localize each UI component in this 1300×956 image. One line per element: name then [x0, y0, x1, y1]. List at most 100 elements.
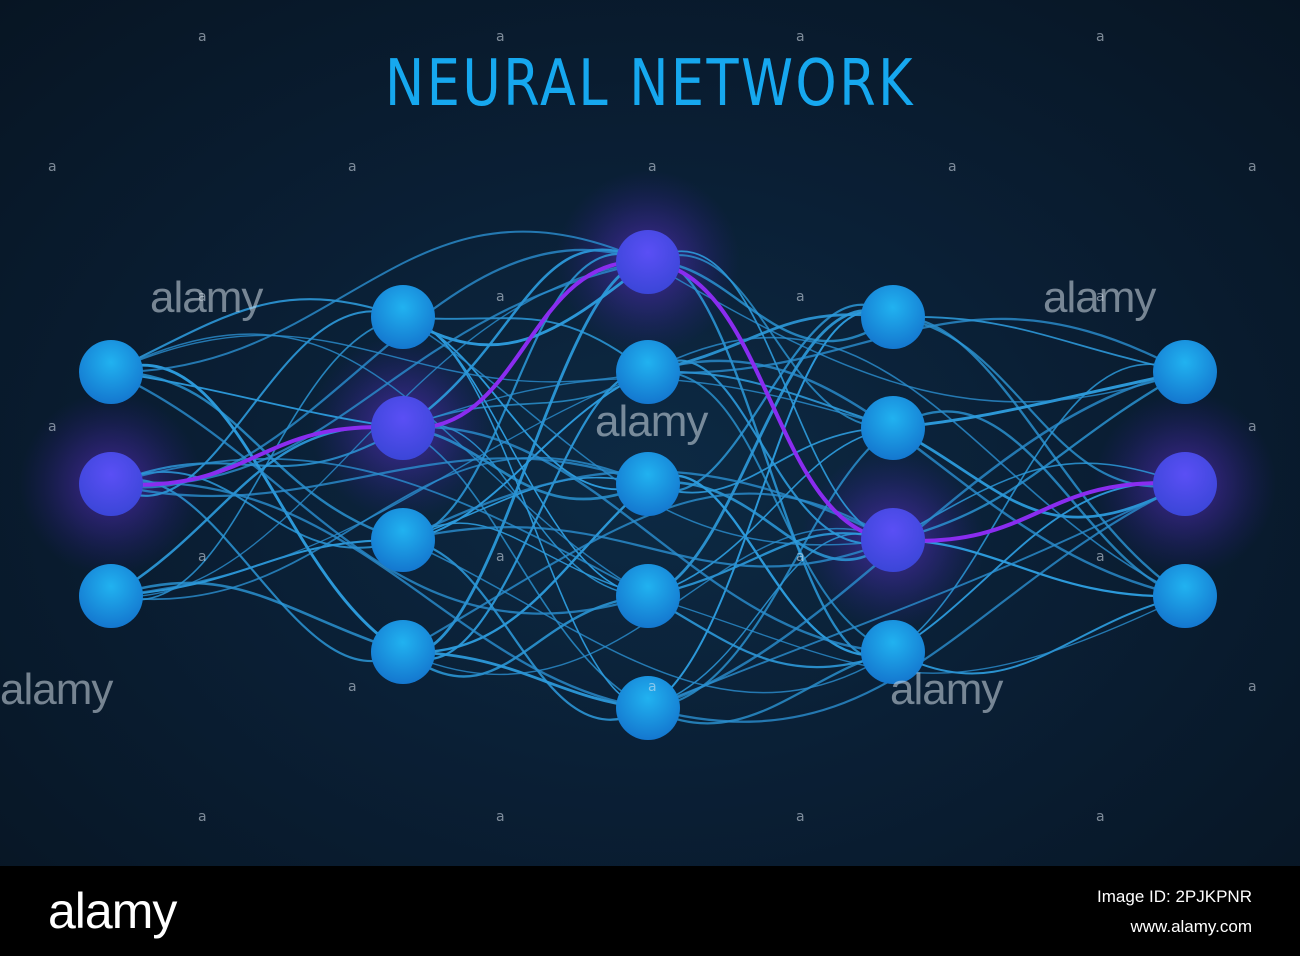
watermark-mark: a: [796, 809, 805, 825]
watermark-mark: a: [648, 159, 657, 175]
active-edge-layer: [110, 259, 1186, 543]
edge-skip-26: [110, 370, 649, 615]
watermark-mark: a: [48, 419, 57, 435]
edge-l0-n1-to-l1-n0: [110, 310, 404, 497]
edge-l2-n4-to-l3-n2: [647, 532, 894, 709]
neural-network-diagram: [19, 170, 1277, 740]
edge-l3-n1-to-l4-n0: [892, 370, 1186, 430]
edge-l3-n2-to-l4-n2: [892, 538, 1186, 598]
edge-skip-19: [110, 334, 649, 383]
active-edge-0: [110, 425, 404, 487]
edge-l0-n1-to-l1-n1: [110, 427, 404, 485]
site-link[interactable]: www.alamy.com: [1130, 917, 1252, 936]
watermark-mark: a: [496, 549, 505, 565]
edge-l3-n3-to-l4-n0: [892, 363, 1186, 653]
edge-l3-n2-to-l4-n0: [892, 370, 1186, 542]
watermark-mark: a: [796, 289, 805, 305]
edge-l1-n3-to-l2-n3: [402, 594, 649, 678]
watermark-mark: a: [648, 679, 657, 695]
node-layer: [79, 230, 1217, 740]
node-l4-n0: [1153, 340, 1217, 404]
node-l3-n2-active: [861, 508, 925, 572]
edge-skip-6: [110, 456, 649, 601]
watermark-mark: a: [1248, 159, 1257, 175]
watermark-mark: a: [1248, 679, 1257, 695]
node-l2-n0-active: [616, 230, 680, 294]
node-l4-n2: [1153, 564, 1217, 628]
edge-l1-n1-to-l2-n0: [402, 248, 649, 430]
edge-skip-4: [402, 539, 894, 694]
node-l1-n0: [371, 285, 435, 349]
edge-l2-n2-to-l3-n1: [647, 427, 894, 494]
edge-l1-n2-to-l2-n4: [402, 538, 649, 721]
edge-l3-n1-to-l4-n1: [892, 426, 1186, 519]
node-l4-n1-active: [1153, 452, 1217, 516]
node-l2-n1: [616, 340, 680, 404]
active-edge-1: [402, 259, 649, 431]
watermark-mark: a: [796, 549, 805, 565]
watermark-mark: a: [1096, 29, 1105, 45]
edge-l1-n0-to-l2-n0: [402, 260, 649, 347]
footer-info: Image ID: 2PJKPNR www.alamy.com: [1097, 882, 1252, 942]
edge-l0-n2-to-l1-n0: [110, 316, 404, 601]
edge-l1-n1-to-l2-n4: [402, 427, 649, 709]
watermark-mark: a: [198, 809, 207, 825]
watermark-mark: a: [948, 159, 957, 175]
edge-l0-n2-to-l1-n3: [110, 581, 404, 654]
edge-l1-n3-to-l2-n2: [402, 483, 649, 654]
edge-skip-15: [647, 261, 1186, 403]
watermark-mark: a: [348, 159, 357, 175]
edge-skip-9: [110, 333, 649, 597]
node-l3-n3: [861, 620, 925, 684]
watermark-mark: a: [198, 549, 207, 565]
active-edge-2: [647, 260, 894, 542]
node-l2-n2: [616, 452, 680, 516]
edge-l0-n0-to-l1-n0: [110, 298, 404, 373]
edge-l3-n3-to-l4-n2: [892, 595, 1186, 675]
footer-brand-logo[interactable]: alamy: [48, 883, 177, 939]
edge-l2-n4-to-l3-n0: [647, 310, 894, 709]
edge-l2-n1-to-l3-n2: [647, 359, 894, 545]
watermark-mark: a: [48, 159, 57, 175]
edge-l1-n0-to-l2-n4: [402, 316, 649, 709]
watermark-word: alamy: [890, 665, 1003, 714]
edge-l2-n2-to-l3-n3: [647, 474, 894, 657]
watermark-mark: a: [198, 29, 207, 45]
watermark-mark: a: [198, 289, 207, 305]
edge-skip-0: [402, 425, 894, 654]
watermark-word: alamy: [0, 665, 113, 714]
edge-l2-n3-to-l3-n1: [647, 427, 894, 597]
node-l0-n1-active: [79, 452, 143, 516]
edge-l2-n2-to-l3-n2: [647, 481, 894, 562]
edge-l3-n2-to-l4-n1: [892, 462, 1186, 541]
watermark-mark: a: [1096, 289, 1105, 305]
edge-skip-16: [402, 526, 894, 568]
footer-bar: alamy Image ID: 2PJKPNR www.alamy.com: [0, 866, 1300, 956]
edge-l1-n2-to-l2-n1: [402, 371, 649, 541]
edge-l1-n2-to-l2-n3: [402, 522, 649, 597]
active-edge-3: [892, 481, 1186, 543]
watermark-mark: a: [1096, 809, 1105, 825]
edge-l2-n4-to-l3-n3: [647, 650, 894, 725]
node-l1-n2: [371, 508, 435, 572]
edge-l1-n3-to-l2-n0: [402, 260, 649, 655]
edge-l2-n0-to-l3-n2: [647, 250, 894, 541]
image-id-label: Image ID: 2PJKPNR: [1097, 887, 1252, 906]
watermark-word: alamy: [150, 273, 263, 322]
watermark-mark: a: [496, 809, 505, 825]
edge-l1-n0-to-l2-n1: [402, 316, 649, 373]
edge-l1-n2-to-l2-n0: [402, 252, 649, 542]
node-l0-n2: [79, 564, 143, 628]
node-l1-n1-active: [371, 396, 435, 460]
edge-skip-2: [110, 458, 649, 597]
watermark-word: alamy: [1043, 273, 1156, 322]
watermark-mark: a: [496, 289, 505, 305]
watermark-mark: a: [496, 29, 505, 45]
node-l3-n1: [861, 396, 925, 460]
edge-skip-21: [647, 483, 1186, 709]
edge-l0-n0-to-l1-n2: [110, 370, 404, 542]
watermark-mark: a: [1248, 419, 1257, 435]
edge-skip-8: [110, 371, 649, 597]
edge-l1-n1-to-l2-n2: [402, 426, 649, 501]
